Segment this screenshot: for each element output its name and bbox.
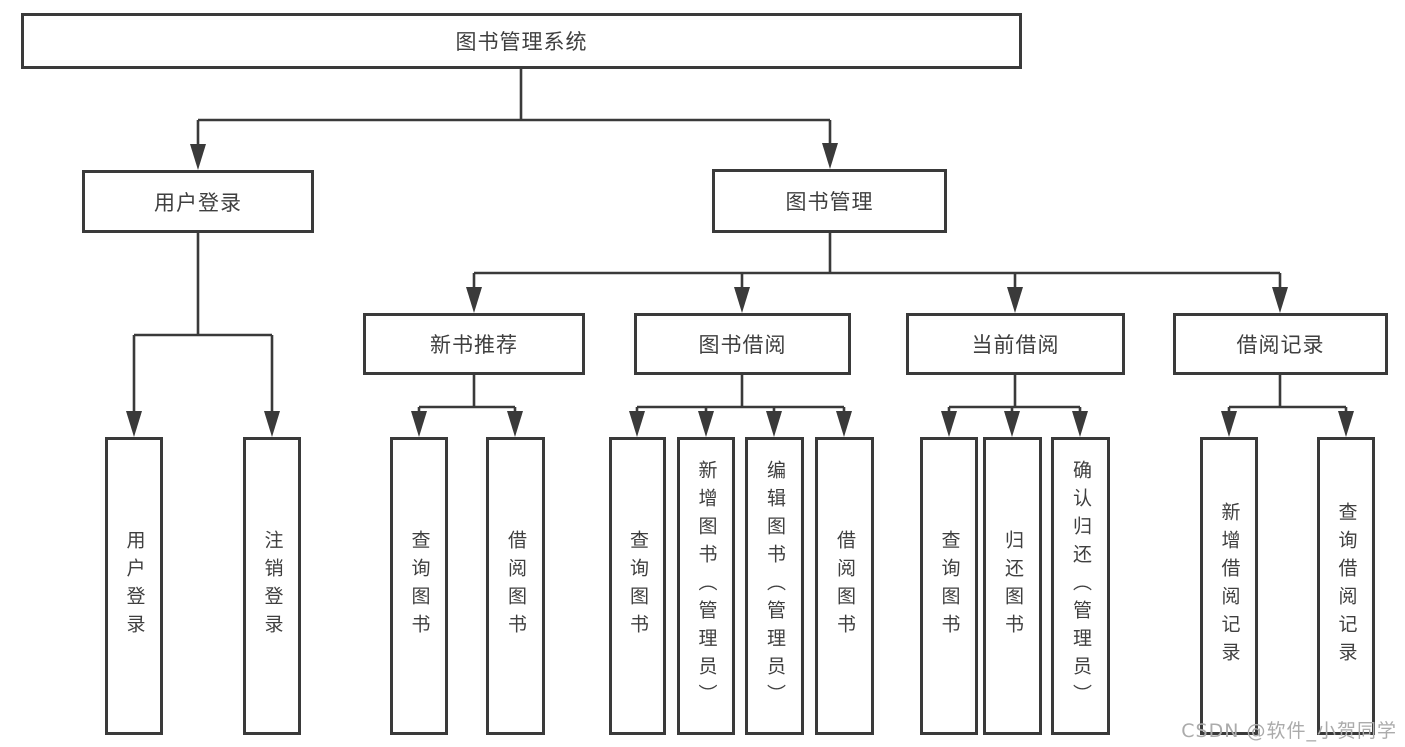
leaf-borrow-books: 借阅图书 [815, 437, 874, 735]
leaf-user-login: 用户登录 [105, 437, 163, 735]
leaf-add-borrow-record: 新增借阅记录 [1200, 437, 1258, 735]
leaf-return-books: 归还图书 [983, 437, 1042, 735]
node-library-system: 图书管理系统 [21, 13, 1022, 69]
leaf-query-books-current: 查询图书 [920, 437, 978, 735]
node-current-borrow: 当前借阅 [906, 313, 1125, 375]
leaf-borrow-books-recommend: 借阅图书 [486, 437, 545, 735]
leaf-edit-books-admin: 编辑图书（管理员） [745, 437, 804, 735]
node-borrow-records: 借阅记录 [1173, 313, 1388, 375]
leaf-confirm-return-admin: 确认归还（管理员） [1051, 437, 1110, 735]
leaf-query-books-borrow: 查询图书 [609, 437, 666, 735]
node-new-book-recommend: 新书推荐 [363, 313, 585, 375]
node-user-login: 用户登录 [82, 170, 314, 233]
watermark-text: CSDN @软件_小贺同学 [1181, 720, 1397, 742]
leaf-add-books-admin: 新增图书（管理员） [677, 437, 735, 735]
node-book-borrow: 图书借阅 [634, 313, 851, 375]
leaf-query-borrow-record: 查询借阅记录 [1317, 437, 1375, 735]
node-book-management: 图书管理 [712, 169, 947, 233]
leaf-query-books-recommend: 查询图书 [390, 437, 448, 735]
leaf-logout: 注销登录 [243, 437, 301, 735]
